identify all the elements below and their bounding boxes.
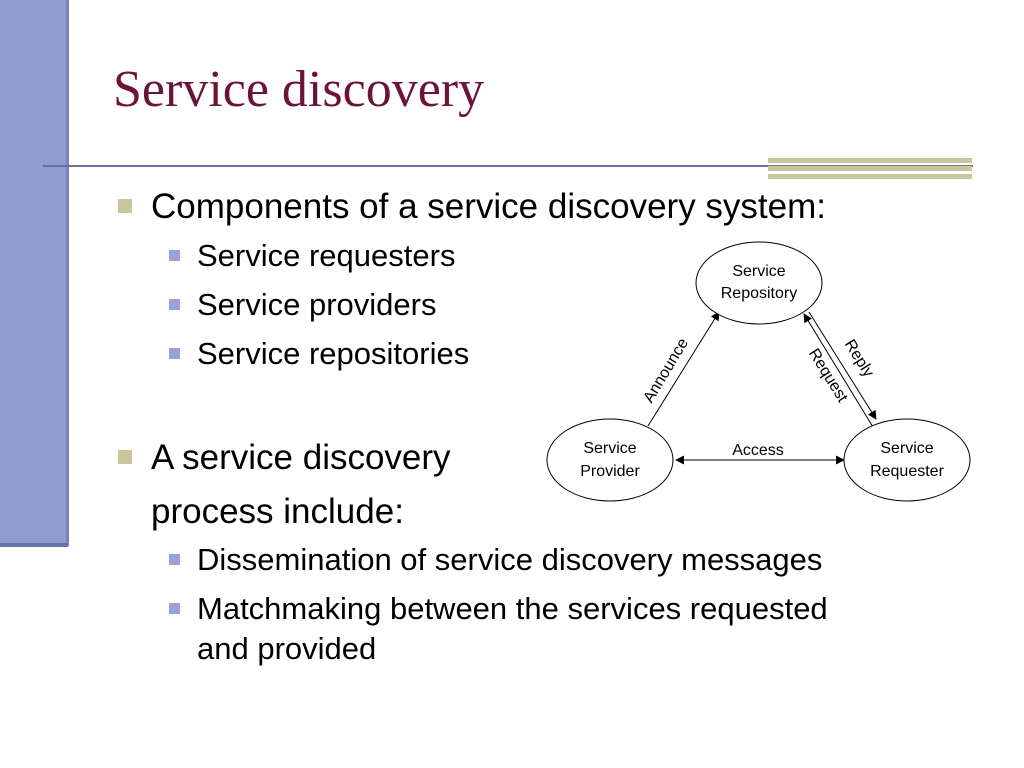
title-accent: [768, 158, 972, 179]
accent-band: [768, 158, 972, 163]
announce-arrow: [647, 311, 720, 427]
request-label: Request: [805, 346, 851, 406]
requester-label-line1: Service: [880, 440, 933, 457]
reply-arrow: [808, 311, 877, 420]
sub-bullet-text: Service repositories: [197, 336, 470, 371]
provider-label-line2: Provider: [580, 463, 640, 480]
sub-bullet-text: Service providers: [197, 287, 437, 322]
accent-band: [768, 166, 972, 171]
diagram-canvas: Service Repository Service Provider Serv…: [546, 241, 971, 502]
repository-label-line1: Service: [732, 263, 785, 280]
sub-bullet-text: Dissemination of service discovery messa…: [197, 542, 823, 577]
sidebar-decoration: [0, 0, 66, 546]
bullet-text: Components of a service discovery system…: [151, 187, 826, 226]
requester-node: Service Requester: [843, 418, 971, 502]
access-label: Access: [732, 442, 784, 459]
sub-bullet-marker: [169, 348, 180, 359]
sidebar-bottom-edge: [0, 543, 68, 547]
sub-bullet-text-continued: and provided: [197, 631, 377, 666]
requester-label-line2: Requester: [870, 463, 944, 480]
bullet-text: A service discovery: [151, 438, 451, 477]
sub-bullet-marker: [169, 299, 180, 310]
provider-node: Service Provider: [546, 418, 674, 502]
repository-label-line2: Repository: [721, 285, 797, 302]
reply-label: Reply: [841, 337, 877, 381]
sub-bullet-marker: [169, 554, 180, 565]
repository-node: Service Repository: [695, 241, 823, 325]
request-arrow: [803, 313, 874, 428]
slide-title: Service discovery: [113, 61, 485, 118]
service-discovery-diagram: Service Repository Service Provider Serv…: [540, 236, 980, 508]
bullet-marker: [118, 450, 132, 464]
sub-bullet-marker: [169, 603, 180, 614]
title-divider: [43, 165, 973, 167]
sub-bullet-marker: [169, 250, 180, 261]
bullet-text-continued: process include:: [151, 492, 404, 531]
sub-bullet-text: Matchmaking between the services request…: [197, 591, 828, 626]
provider-label-line1: Service: [583, 440, 636, 457]
sub-bullet-text: Service requesters: [197, 238, 456, 273]
bullet-marker: [118, 199, 132, 213]
sidebar-rim: [66, 0, 69, 546]
announce-label: Announce: [640, 335, 692, 406]
accent-band: [768, 174, 972, 179]
